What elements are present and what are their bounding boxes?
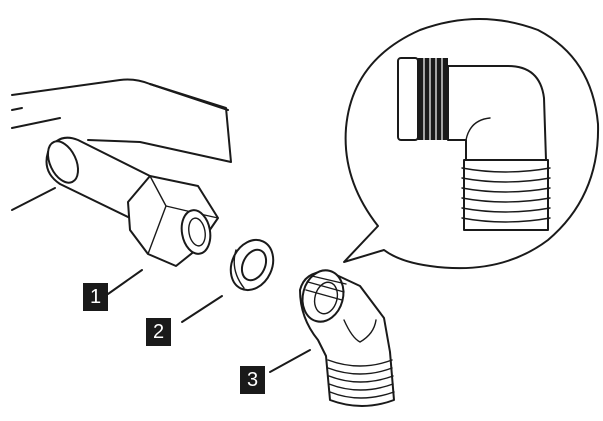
callout-1: 1: [83, 283, 108, 311]
appliance-bracket: [11, 78, 232, 211]
leader-1: [107, 269, 143, 295]
sealing-washer: [229, 238, 275, 292]
elbow-adapter: [299, 269, 395, 407]
callout-1-label: 1: [89, 286, 102, 308]
detail-magnifier: [343, 18, 600, 270]
callout-2-label: 2: [152, 321, 165, 343]
callout-3-label: 3: [246, 369, 259, 391]
callout-3: 3: [240, 366, 265, 394]
hose-with-nut: [45, 136, 219, 267]
leader-2: [181, 295, 223, 323]
leader-lines: [107, 269, 311, 373]
leader-3: [269, 349, 311, 373]
callout-2: 2: [146, 318, 171, 346]
